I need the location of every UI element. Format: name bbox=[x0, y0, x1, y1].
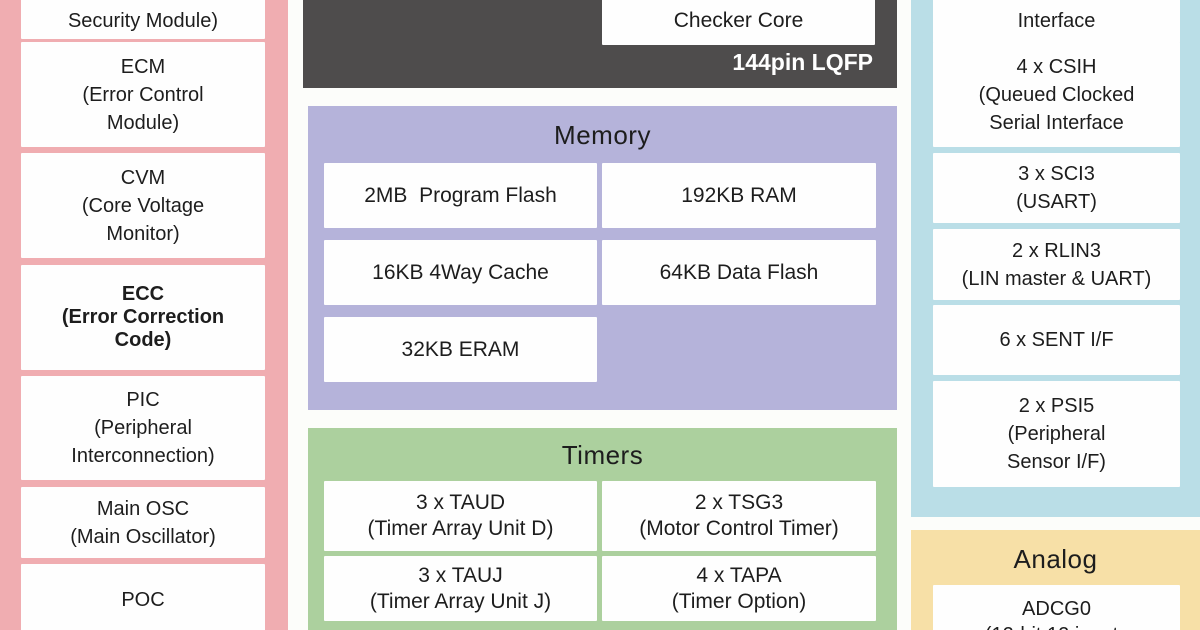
block-label: (Timer Array Unit D) bbox=[367, 517, 554, 540]
block-data-flash: 64KB Data Flash bbox=[602, 240, 876, 305]
block-taud: 3 x TAUD (Timer Array Unit D) bbox=[324, 481, 597, 551]
block-main-osc: Main OSC (Main Oscillator) bbox=[21, 487, 265, 558]
core-block: Checker Core 144pin LQFP bbox=[303, 0, 897, 88]
block-label: 32KB ERAM bbox=[401, 337, 520, 361]
block-psi5: 2 x PSI5 (Peripheral Sensor I/F) bbox=[933, 381, 1180, 487]
block-label: (Main Oscillator) bbox=[70, 525, 216, 548]
block-cache: 16KB 4Way Cache bbox=[324, 240, 597, 305]
block-label: (12-bit 12 inputs bbox=[985, 622, 1128, 630]
block-label: ADCG0 bbox=[1022, 598, 1091, 620]
block-rlin3: 2 x RLIN3 (LIN master & UART) bbox=[933, 229, 1180, 300]
timers-panel: Timers 3 x TAUD (Timer Array Unit D) 2 x… bbox=[308, 428, 897, 630]
block-label: (Peripheral bbox=[1007, 423, 1106, 445]
block-label: 3 x TAUD bbox=[415, 491, 506, 514]
block-label: (Core Voltage bbox=[81, 194, 205, 217]
block-label: 192KB RAM bbox=[681, 183, 797, 207]
block-label: (Timer Array Unit J) bbox=[369, 589, 552, 613]
block-label: Interface bbox=[1017, 10, 1096, 32]
system-panel: Security Module) ECM (Error Control Modu… bbox=[0, 0, 288, 630]
block-label: ECC bbox=[121, 283, 165, 305]
block-tauj: 3 x TAUJ (Timer Array Unit J) bbox=[324, 556, 597, 621]
block-label: 4 x CSIH bbox=[1016, 55, 1097, 78]
block-label: 2 x RLIN3 bbox=[1012, 239, 1101, 262]
block-tsg3: 2 x TSG3 (Motor Control Timer) bbox=[602, 481, 876, 551]
block-ecc: ECC (Error Correction Code) bbox=[21, 265, 265, 370]
block-label: CVM bbox=[120, 166, 166, 189]
block-label: Interconnection) bbox=[71, 445, 215, 467]
block-sci3: 3 x SCI3 (USART) bbox=[933, 153, 1180, 223]
block-eram: 32KB ERAM bbox=[324, 317, 597, 382]
block-label: PIC bbox=[126, 389, 160, 411]
block-label: Code) bbox=[114, 329, 172, 351]
block-label: (Motor Control Timer) bbox=[639, 517, 839, 540]
block-label: (Peripheral bbox=[94, 417, 192, 439]
block-label: (LIN master & UART) bbox=[961, 267, 1152, 290]
block-pic: PIC (Peripheral Interconnection) bbox=[21, 376, 265, 480]
block-label: (Error Control bbox=[82, 83, 204, 106]
package-label: 144pin LQFP bbox=[732, 49, 873, 75]
block-label: Sensor I/F) bbox=[1007, 451, 1106, 473]
block-ecm: ECM (Error Control Module) bbox=[21, 42, 265, 147]
block-label: 64KB Data Flash bbox=[659, 260, 819, 284]
checker-core-label: Checker Core bbox=[673, 9, 804, 32]
block-sent: 6 x SENT I/F bbox=[933, 305, 1180, 375]
block-label: Serial Interface bbox=[989, 111, 1124, 134]
interface-panel: Interface 4 x CSIH (Queued Clocked Seria… bbox=[911, 0, 1200, 517]
block-label: Security Module) bbox=[67, 10, 219, 32]
block-label: 2 x TSG3 bbox=[694, 491, 784, 514]
block-label: POC bbox=[121, 589, 165, 611]
block-label: Main OSC bbox=[96, 497, 190, 520]
block-program-flash: 2MB Program Flash bbox=[324, 163, 597, 228]
block-label: 3 x SCI3 bbox=[1018, 163, 1095, 185]
block-label: 3 x TAUJ bbox=[418, 563, 503, 587]
block-adcg0: ADCG0 (12-bit 12 inputs bbox=[933, 585, 1180, 630]
block-label: 2MB Program Flash bbox=[364, 183, 557, 207]
block-label: 4 x TAPA bbox=[696, 563, 782, 587]
block-csih: 4 x CSIH (Queued Clocked Serial Interfac… bbox=[933, 42, 1180, 147]
timers-title: Timers bbox=[561, 440, 644, 470]
block-label: (Queued Clocked bbox=[978, 83, 1135, 106]
memory-panel: Memory 2MB Program Flash 192KB RAM 16KB … bbox=[308, 106, 897, 410]
block-label: 6 x SENT I/F bbox=[999, 329, 1114, 351]
block-label: (Error Correction bbox=[61, 306, 225, 328]
block-ram: 192KB RAM bbox=[602, 163, 876, 228]
block-interface-partial: Interface bbox=[933, 0, 1180, 43]
block-label: ECM bbox=[120, 55, 166, 78]
block-label: Monitor) bbox=[106, 222, 180, 245]
block-label: (USART) bbox=[1016, 191, 1097, 213]
block-tapa: 4 x TAPA (Timer Option) bbox=[602, 556, 876, 621]
block-label: 2 x PSI5 bbox=[1018, 395, 1095, 417]
block-label: 16KB 4Way Cache bbox=[372, 260, 549, 284]
block-label: (Timer Option) bbox=[671, 589, 807, 613]
checker-core-box: Checker Core bbox=[602, 0, 875, 45]
analog-title: Analog bbox=[1013, 544, 1098, 574]
block-cvm: CVM (Core Voltage Monitor) bbox=[21, 153, 265, 258]
block-security-module: Security Module) bbox=[21, 0, 265, 39]
block-label: Module) bbox=[106, 111, 180, 134]
block-poc: POC bbox=[21, 564, 265, 630]
analog-panel: Analog ADCG0 (12-bit 12 inputs bbox=[911, 530, 1200, 630]
memory-title: Memory bbox=[554, 120, 651, 150]
